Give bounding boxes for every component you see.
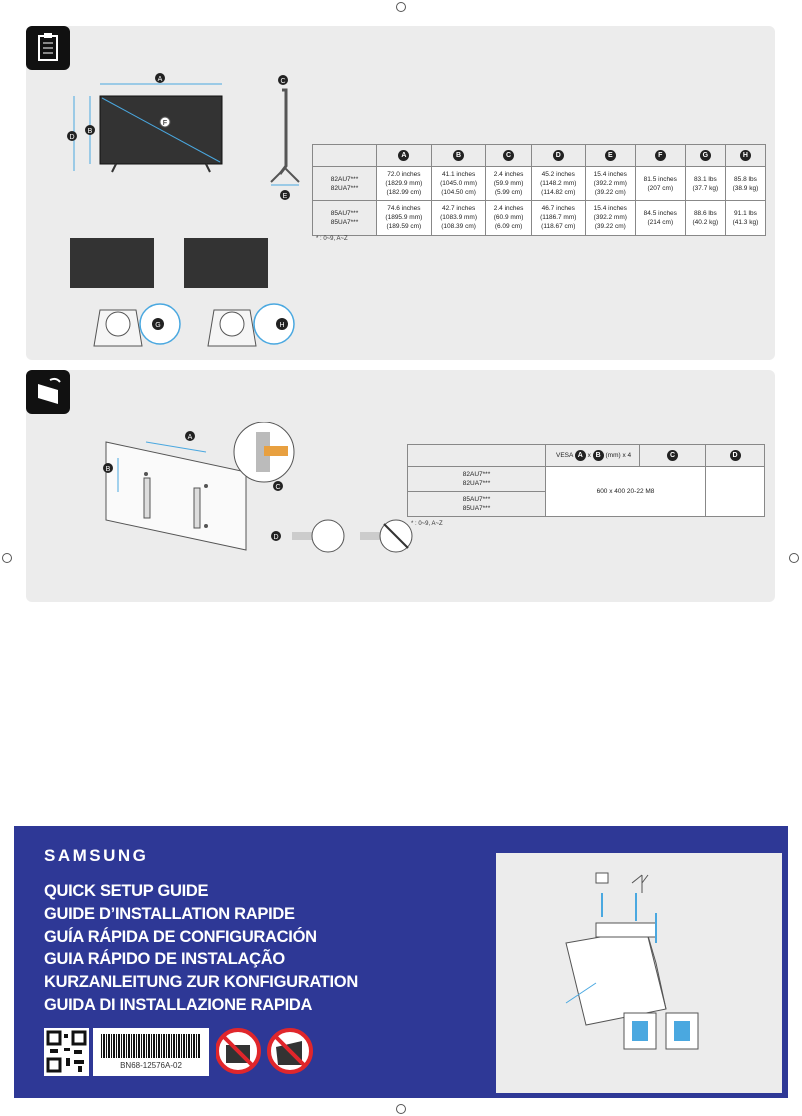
spec-cell: 45.2 inches(1148.2 mm)(114.82 cm) xyxy=(530,165,586,202)
vesa-suffix: (mm) x 4 xyxy=(605,452,632,459)
svg-text:F: F xyxy=(163,120,167,127)
spec-cell: 42.7 inches(1083.9 mm)(108.39 cm) xyxy=(430,200,487,236)
header-badge: D xyxy=(729,450,741,461)
svg-text:C: C xyxy=(275,484,280,491)
spec-cell: 2.4 inches(59.9 mm)(5.99 cm) xyxy=(485,165,532,202)
wall-mount-illustration: A B C D xyxy=(103,422,413,553)
table-row: 85AU7***85UA7***74.6 inches(1895.9 mm)(1… xyxy=(312,200,767,236)
samsung-logo: SAMSUNG xyxy=(44,846,149,865)
spec-cell: 41.1 inches(1045.0 mm)(104.50 cm) xyxy=(430,165,487,202)
svg-text:D: D xyxy=(273,534,278,541)
clipboard-icon xyxy=(26,26,70,70)
part-number: BN68-12576A-02 xyxy=(120,1061,182,1070)
header-badge: E xyxy=(604,150,616,161)
header-badge: F xyxy=(654,150,666,161)
header-badge: G xyxy=(699,150,711,161)
vesa-label: VESA xyxy=(556,452,573,459)
dimensions-table: A B C D E F G H 82AU7***82UA7***72.0 inc… xyxy=(312,144,767,236)
svg-text:C: C xyxy=(280,78,285,85)
svg-text:E: E xyxy=(283,193,288,200)
vesa-table: VESA A x B (mm) x 4 C D 82AU7***82UA7***… xyxy=(407,444,765,518)
spec-cell: 74.6 inches(1895.9 mm)(189.59 cm) xyxy=(376,200,432,236)
spec-cell: 83.1 lbs(37.7 kg) xyxy=(684,165,726,202)
svg-text:H: H xyxy=(279,322,284,329)
spec-cell: 46.7 inches(1186.7 mm)(118.67 cm) xyxy=(530,200,586,236)
model-cell: 85AU7***85UA7*** xyxy=(407,491,546,518)
spec-cell: 15.4 inches(392.2 mm)(39.22 cm) xyxy=(584,200,636,236)
spec-cell: 81.5 inches(207 cm) xyxy=(634,165,686,202)
table-row: 82AU7***82UA7***72.0 inches(1829.9 mm)(1… xyxy=(312,165,767,202)
footnote: * : 0~9, A~Z xyxy=(316,236,348,242)
header-badge: B xyxy=(592,450,604,461)
header-badge: H xyxy=(739,150,751,161)
model-cell: 85AU7***85UA7*** xyxy=(312,200,377,236)
svg-text:A: A xyxy=(188,434,193,441)
spec-cell: 84.5 inches(214 cm) xyxy=(634,200,686,236)
spec-cell: 91.1 lbs(41.3 kg) xyxy=(724,200,767,236)
vesa-value: 600 x 400 20-22 M8 xyxy=(545,465,706,518)
registration-mark xyxy=(789,553,799,563)
header-badge: C xyxy=(503,150,515,161)
spec-cell: 85.8 lbs(38.9 kg) xyxy=(724,165,767,202)
model-cell: 82AU7***82UA7*** xyxy=(312,165,377,202)
footnote: * : 0~9, A~Z xyxy=(411,521,443,527)
spec-cell: 88.6 lbs(40.2 kg) xyxy=(684,200,726,236)
wall-mount-icon xyxy=(26,370,70,414)
svg-text:G: G xyxy=(155,322,160,329)
spec-cell: 72.0 inches(1829.9 mm)(182.99 cm) xyxy=(376,165,432,202)
svg-text:A: A xyxy=(158,76,163,83)
header-badge: D xyxy=(552,150,564,161)
svg-text:D: D xyxy=(69,134,74,141)
registration-mark xyxy=(396,1104,406,1114)
vesa-x: x xyxy=(587,452,591,459)
qr-code xyxy=(44,1028,89,1076)
no-crushing-warning-icon xyxy=(216,1028,313,1074)
tv-dimension-illustration: A B D F C E G H xyxy=(67,73,300,347)
header-badge: B xyxy=(453,150,465,161)
header-badge: A xyxy=(574,450,586,461)
spec-cell: 2.4 inches(60.9 mm)(6.09 cm) xyxy=(485,200,532,236)
unboxing-illustration xyxy=(496,853,782,1093)
svg-text:B: B xyxy=(106,466,111,473)
barcode: BN68-12576A-02 xyxy=(93,1028,209,1076)
svg-text:B: B xyxy=(88,128,93,135)
registration-mark xyxy=(396,2,406,12)
header-badge: C xyxy=(667,450,678,461)
registration-mark xyxy=(2,553,12,563)
header-badge: A xyxy=(398,150,410,161)
model-cell: 82AU7***82UA7*** xyxy=(407,465,546,493)
spec-cell: 15.4 inches(392.2 mm)(39.22 cm) xyxy=(584,165,636,202)
